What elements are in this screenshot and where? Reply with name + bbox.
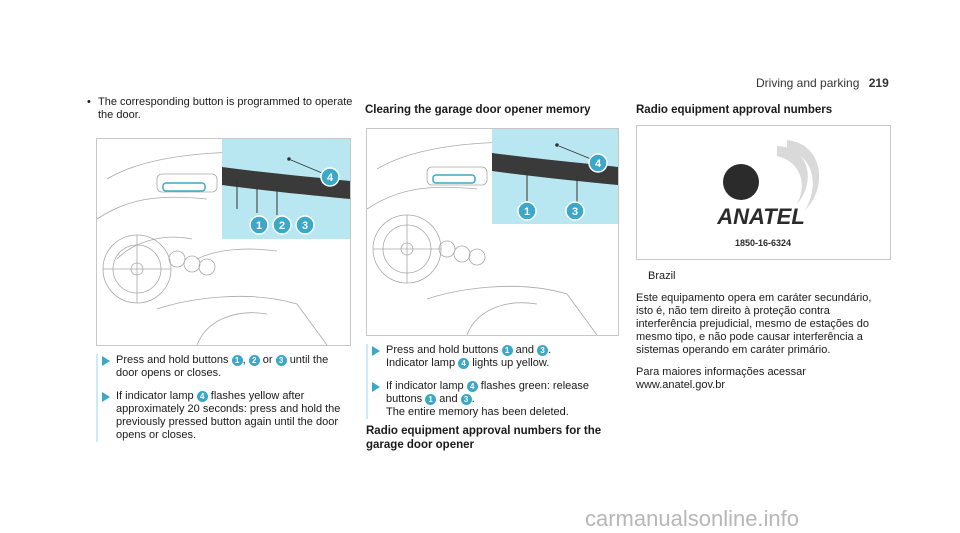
column-1: The corresponding button is programmed t… — [84, 96, 352, 122]
badge-4: 4 — [466, 381, 478, 392]
badge-1: 1 — [501, 345, 513, 356]
anatel-paragraph: Este equipamento opera em caráter secund… — [636, 292, 872, 356]
callout-3: 3 — [572, 206, 578, 218]
clearing-heading: Clearing the garage door opener memory — [365, 104, 591, 116]
watermark: carmanualsonline.info — [585, 506, 800, 531]
badge-3: 3 — [460, 394, 472, 405]
section-title: Driving and parking — [756, 76, 860, 90]
step-arrow-icon — [102, 356, 110, 366]
intro-bullet: The corresponding button is programmed t… — [84, 96, 358, 122]
callout-4: 4 — [595, 158, 602, 170]
anatel-wordmark: ANATEL — [716, 204, 805, 229]
step-arrow-icon — [372, 346, 380, 356]
dashboard-drawing: 4 1 3 — [367, 129, 618, 335]
badge-4: 4 — [196, 391, 208, 402]
badge-1: 1 — [231, 355, 243, 366]
badge-3: 3 — [275, 355, 287, 366]
garage-opener-illustration-1: 4 1 2 3 — [96, 138, 351, 346]
col2-step-1: Press and hold buttons 1 and 3. Indicato… — [368, 344, 618, 370]
radio-approval-garage-heading: Radio equipment approval numbers for the… — [366, 425, 602, 451]
badge-3: 3 — [537, 345, 549, 356]
page-header: Driving and parking 219 — [756, 76, 889, 90]
badge-4: 4 — [458, 358, 470, 369]
callout-1: 1 — [524, 206, 530, 218]
callout-2: 2 — [279, 220, 285, 232]
col2-steps: Press and hold buttons 1 and 3. Indicato… — [366, 344, 618, 419]
anatel-url: www.anatel.gov.br — [636, 379, 726, 391]
callout-1: 1 — [256, 220, 262, 232]
page-number: 219 — [868, 76, 889, 90]
step-arrow-icon — [372, 382, 380, 392]
col1-steps: Press and hold buttons 1, 2 or 3 until t… — [96, 354, 350, 442]
callout-3: 3 — [302, 220, 308, 232]
country-label: Brazil — [648, 270, 676, 282]
anatel-logo: ANATEL 1850-16-6324 — [716, 140, 820, 248]
badge-2: 2 — [248, 355, 260, 366]
col1-step-1: Press and hold buttons 1, 2 or 3 until t… — [98, 354, 350, 380]
col2-step-2: If indicator lamp 4 flashes green: relea… — [368, 380, 618, 419]
garage-opener-illustration-2: 4 1 3 — [366, 128, 619, 336]
column-2: Clearing the garage door opener memory — [365, 103, 617, 117]
dashboard-drawing: 4 1 2 3 — [97, 139, 350, 345]
badge-1: 1 — [425, 394, 437, 405]
col1-step-2: If indicator lamp 4 flashes yellow after… — [98, 390, 350, 442]
anatel-more-info: Para maiores informações acessar www.ana… — [636, 366, 888, 392]
step-arrow-icon — [102, 392, 110, 402]
callout-4: 4 — [327, 172, 334, 184]
radio-approval-heading: Radio equipment approval numbers — [636, 104, 833, 116]
anatel-number: 1850-16-6324 — [735, 238, 791, 248]
anatel-logo-box: ANATEL 1850-16-6324 — [636, 125, 891, 260]
